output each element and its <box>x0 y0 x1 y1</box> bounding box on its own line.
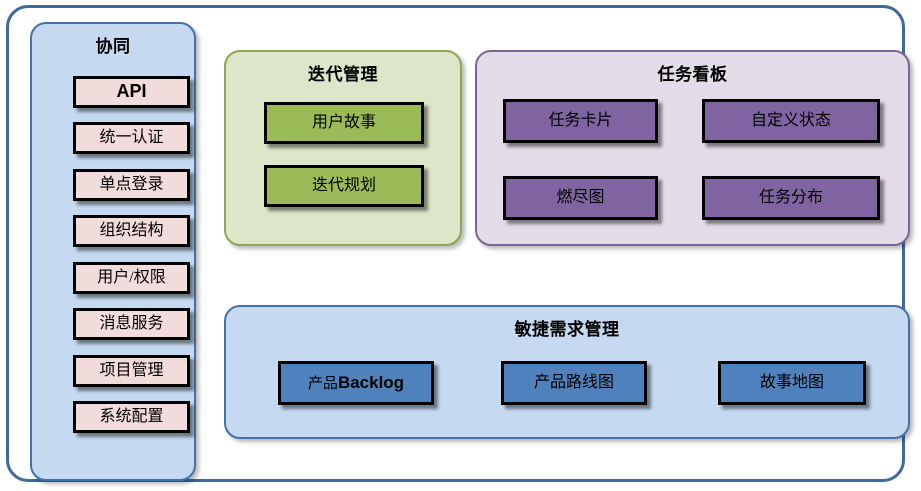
iteration-item-label: 迭代规划 <box>311 177 376 195</box>
sidebar-item-label: 单点登录 <box>99 176 164 194</box>
sidebar-item-project-management[interactable]: 项目管理 <box>73 355 190 387</box>
taskboard-item-label: 任务卡片 <box>548 112 613 130</box>
agile-item-label: 产品路线图 <box>533 374 614 392</box>
collaboration-panel-title: 协同 <box>95 37 131 56</box>
taskboard-item-label: 自定义状态 <box>750 112 831 130</box>
sidebar-item-label: 系统配置 <box>99 408 164 426</box>
collaboration-panel: 协同 API 统一认证 单点登录 组织结构 用户/权限 消息服务 项目管理 系统… <box>30 22 196 481</box>
agile-item-label: 产品Backlog <box>307 372 405 393</box>
agile-requirement-panel: 敏捷需求管理 产品Backlog 产品路线图 故事地图 <box>224 305 910 439</box>
diagram-outer-frame: 协同 API 统一认证 单点登录 组织结构 用户/权限 消息服务 项目管理 系统… <box>6 5 910 482</box>
taskboard-title: 任务看板 <box>657 65 728 84</box>
agile-item-story-map[interactable]: 故事地图 <box>718 361 866 405</box>
sidebar-item-unified-auth[interactable]: 统一认证 <box>73 122 190 154</box>
iteration-item-iteration-plan[interactable]: 迭代规划 <box>264 165 424 207</box>
agile-item-label-han: 产品 <box>307 375 338 392</box>
iteration-management-title: 迭代管理 <box>308 65 378 84</box>
agile-item-label-latin: Backlog <box>337 372 405 392</box>
sidebar-item-label: API <box>116 81 147 102</box>
sidebar-item-single-sign-on[interactable]: 单点登录 <box>73 169 190 201</box>
sidebar-item-label: 项目管理 <box>99 362 164 380</box>
taskboard-panel: 任务看板 任务卡片 自定义状态 燃尽图 任务分布 <box>475 50 910 246</box>
sidebar-item-system-config[interactable]: 系统配置 <box>73 401 190 433</box>
iteration-management-panel: 迭代管理 用户故事 迭代规划 <box>224 50 462 246</box>
sidebar-item-user-permission[interactable]: 用户/权限 <box>73 262 190 294</box>
iteration-item-label: 用户故事 <box>311 114 376 132</box>
sidebar-item-label: 消息服务 <box>99 315 164 333</box>
sidebar-item-org-structure[interactable]: 组织结构 <box>73 215 190 247</box>
taskboard-item-label: 燃尽图 <box>556 189 605 207</box>
agile-requirement-title: 敏捷需求管理 <box>514 320 620 339</box>
taskboard-item-custom-status[interactable]: 自定义状态 <box>702 99 880 143</box>
sidebar-item-api[interactable]: API <box>73 76 190 108</box>
agile-item-product-backlog[interactable]: 产品Backlog <box>278 361 434 405</box>
taskboard-item-burndown-chart[interactable]: 燃尽图 <box>503 176 658 220</box>
taskboard-item-task-distribution[interactable]: 任务分布 <box>702 176 880 220</box>
taskboard-item-label: 任务分布 <box>758 189 823 207</box>
iteration-item-user-story[interactable]: 用户故事 <box>264 102 424 144</box>
taskboard-item-task-card[interactable]: 任务卡片 <box>503 99 658 143</box>
sidebar-item-label: 统一认证 <box>99 129 164 147</box>
agile-item-product-roadmap[interactable]: 产品路线图 <box>501 361 647 405</box>
agile-item-label: 故事地图 <box>759 374 824 392</box>
sidebar-item-label: 用户/权限 <box>97 269 166 287</box>
sidebar-item-message-service[interactable]: 消息服务 <box>73 308 190 340</box>
sidebar-item-label: 组织结构 <box>99 222 164 240</box>
